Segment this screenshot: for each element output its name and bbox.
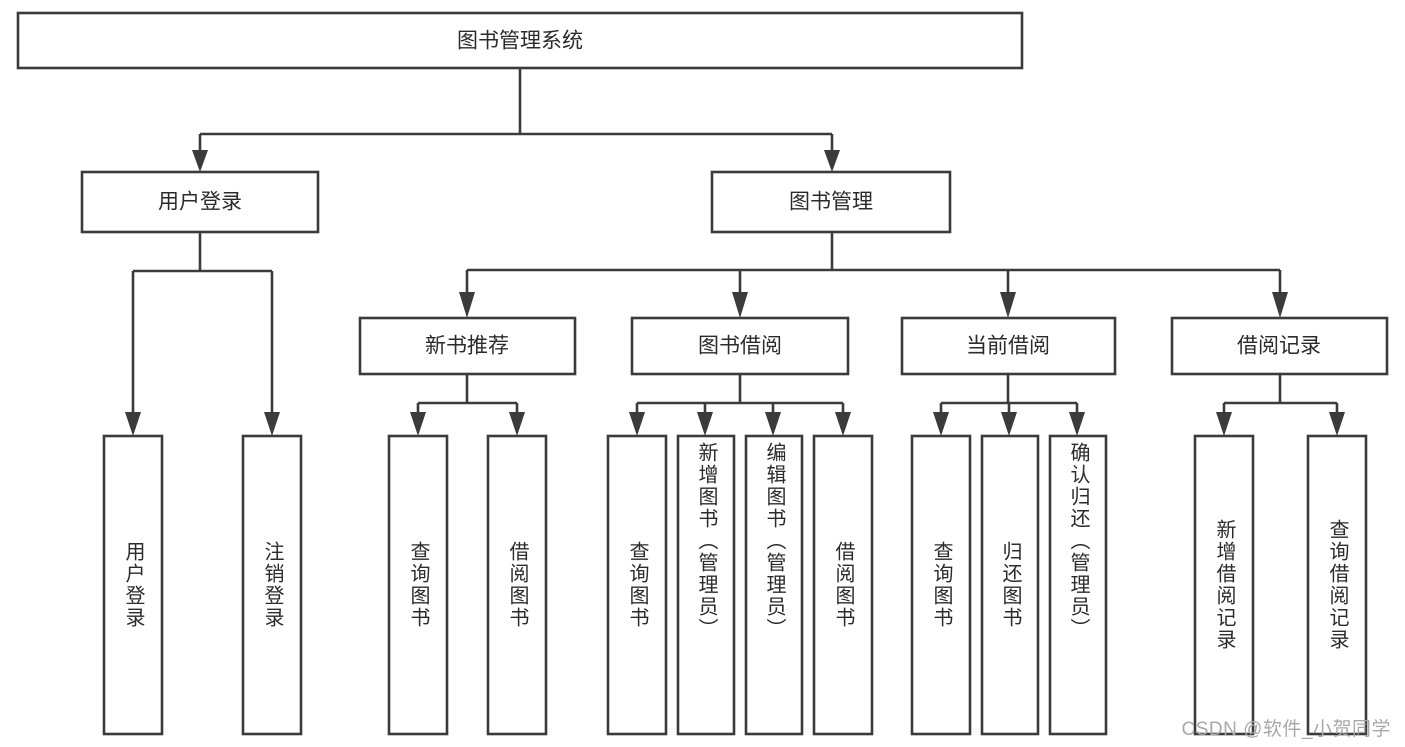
node-user-login-label: 用户登录 xyxy=(158,191,242,214)
arrowhead-leaf-return-book xyxy=(1001,412,1017,436)
arrowhead-leaf-confirm-return xyxy=(1069,412,1085,436)
node-book-borrow-label: 图书借阅 xyxy=(698,335,782,358)
node-leaf-user-login[interactable] xyxy=(102,434,164,736)
arrowhead-borrow-record xyxy=(1272,292,1288,318)
arrowhead-leaf-user-login xyxy=(125,412,141,436)
node-leaf-return-book[interactable] xyxy=(980,434,1040,736)
arrowhead-new-book-recommend xyxy=(459,292,475,318)
arrowhead-current-borrow xyxy=(1000,292,1016,318)
arrowhead-user-login xyxy=(192,150,208,172)
node-new-book-recommend[interactable] xyxy=(358,316,577,376)
node-leaf-query-book-2[interactable] xyxy=(606,434,668,736)
node-borrow-record[interactable] xyxy=(1170,316,1389,376)
arrowhead-leaf-query-book-2 xyxy=(629,412,645,436)
node-leaf-query-book-1[interactable] xyxy=(387,434,449,736)
arrowhead-leaf-edit-book xyxy=(765,412,781,436)
node-leaf-edit-book[interactable] xyxy=(744,434,804,736)
arrowhead-leaf-query-record xyxy=(1329,412,1345,436)
node-leaf-query-record[interactable] xyxy=(1306,434,1368,736)
node-user-login[interactable] xyxy=(80,170,320,234)
node-book-management-label: 图书管理 xyxy=(789,191,873,214)
node-layer: 图书管理系统 用户登录 图书管理 新书推荐 图书借阅 当前借阅 借阅记录 xyxy=(16,11,1389,736)
arrowhead-leaf-borrow-book-1 xyxy=(509,412,525,436)
watermark-text: CSDN @软件_小贺同学 xyxy=(1181,719,1391,740)
arrowhead-leaf-query-book-1 xyxy=(410,412,426,436)
node-leaf-logout[interactable] xyxy=(241,434,303,736)
node-borrow-record-label: 借阅记录 xyxy=(1237,335,1321,358)
arrowhead-leaf-query-book-3 xyxy=(933,412,949,436)
arrowhead-leaf-add-book xyxy=(697,412,713,436)
node-root-label: 图书管理系统 xyxy=(457,30,583,53)
node-leaf-confirm-return[interactable] xyxy=(1048,434,1108,736)
node-current-borrow-label: 当前借阅 xyxy=(966,335,1050,358)
connector-layer xyxy=(125,68,1345,436)
arrowhead-book-management xyxy=(824,150,840,172)
node-leaf-add-record[interactable] xyxy=(1193,434,1255,736)
node-leaf-borrow-book-2[interactable] xyxy=(812,434,874,736)
arrowhead-leaf-borrow-book-2 xyxy=(835,412,851,436)
node-book-management[interactable] xyxy=(710,170,952,234)
arrowhead-book-borrow xyxy=(732,292,748,318)
node-new-book-recommend-label: 新书推荐 xyxy=(425,335,509,358)
node-current-borrow[interactable] xyxy=(900,316,1117,376)
node-leaf-query-book-3[interactable] xyxy=(910,434,972,736)
node-leaf-borrow-book-1[interactable] xyxy=(486,434,548,736)
node-book-borrow[interactable] xyxy=(630,316,850,376)
arrowhead-leaf-logout xyxy=(264,412,280,436)
node-root[interactable] xyxy=(16,11,1024,70)
node-leaf-add-book[interactable] xyxy=(676,434,736,736)
arrowhead-leaf-add-record xyxy=(1216,412,1232,436)
